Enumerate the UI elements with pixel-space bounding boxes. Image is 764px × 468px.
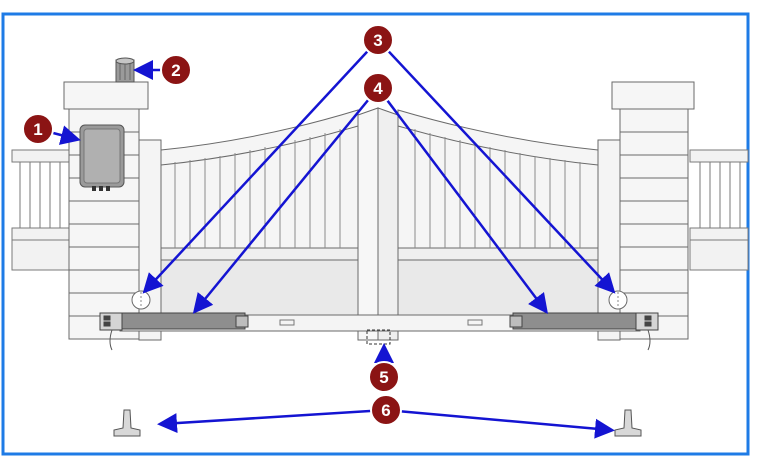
gate-center-stile-right bbox=[377, 107, 399, 341]
svg-text:3: 3 bbox=[373, 31, 382, 50]
arrow-3-right bbox=[377, 39, 616, 294]
svg-text:4: 4 bbox=[373, 79, 383, 98]
rail-slot bbox=[467, 319, 483, 326]
rail-slot bbox=[279, 319, 295, 326]
arrow-3-left bbox=[142, 39, 379, 294]
warning-light-icon bbox=[115, 57, 135, 83]
ground-stop-icon bbox=[366, 329, 391, 345]
callout-badge-1: 1 bbox=[22, 113, 54, 145]
actuator-right bbox=[509, 312, 659, 351]
svg-text:5: 5 bbox=[379, 368, 388, 387]
callout-badge-2: 2 bbox=[160, 54, 192, 86]
arrow-6-left bbox=[157, 408, 387, 434]
control-box-icon bbox=[79, 124, 125, 191]
fence-right bbox=[689, 149, 749, 271]
arrow-4-left bbox=[192, 87, 379, 314]
svg-text:2: 2 bbox=[171, 61, 180, 80]
svg-text:1: 1 bbox=[33, 120, 42, 139]
gate-stop-left-icon bbox=[113, 409, 141, 437]
callout-badge-4: 4 bbox=[362, 72, 394, 104]
gate-post-left bbox=[138, 139, 162, 341]
callout-arrows bbox=[37, 39, 616, 439]
callout-badge-5: 5 bbox=[368, 361, 400, 393]
gate-post-right bbox=[597, 139, 621, 341]
callout-badge-6: 6 bbox=[370, 394, 402, 426]
gate-stop-right-icon bbox=[614, 409, 642, 437]
gate-center-stile-left bbox=[357, 107, 379, 341]
svg-text:6: 6 bbox=[381, 401, 390, 420]
actuator-left bbox=[99, 312, 249, 351]
callout-badge-3: 3 bbox=[362, 24, 394, 56]
arrow-4-right bbox=[377, 87, 549, 314]
arrow-6-right bbox=[385, 408, 615, 439]
